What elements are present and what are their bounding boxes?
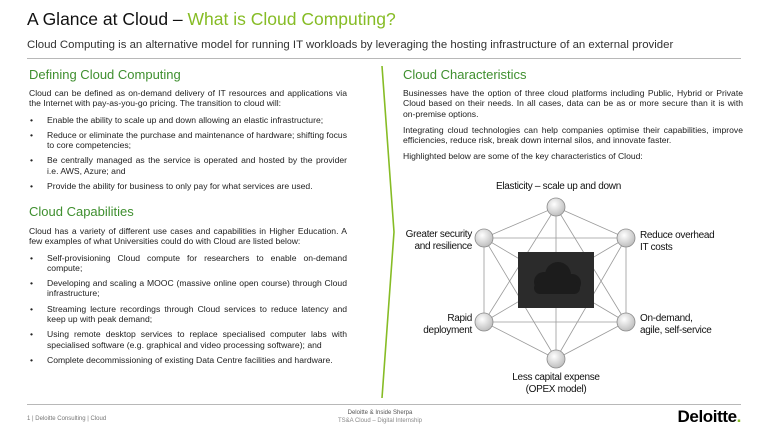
list-item: Using remote desktop services to replace… — [29, 329, 347, 350]
page-title-main: A Glance at Cloud – — [27, 9, 188, 29]
characteristics-section: Businesses have the option of three clou… — [403, 88, 743, 162]
characteristics-heading: Cloud Characteristics — [403, 67, 527, 82]
capabilities-heading: Cloud Capabilities — [29, 204, 134, 219]
defining-intro: Cloud can be defined as on-demand delive… — [29, 88, 347, 109]
label-rapid-deployment: Rapid deployment — [423, 313, 472, 336]
defining-section: Cloud can be defined as on-demand delive… — [29, 88, 347, 196]
defining-list: Enable the ability to scale up and down … — [29, 115, 347, 192]
node-reduce-overhead — [616, 228, 636, 248]
list-item: Provide the ability for business to only… — [29, 181, 347, 192]
node-security — [474, 228, 494, 248]
list-item: Be centrally managed as the service is o… — [29, 155, 347, 176]
node-elasticity — [546, 197, 566, 217]
capabilities-intro: Cloud has a variety of different use cas… — [29, 226, 347, 247]
page-title: A Glance at Cloud – What is Cloud Comput… — [27, 9, 396, 30]
footer-center: Deloitte & Inside Sherpa TS&A Cloud – Di… — [300, 409, 460, 425]
label-elasticity: Elasticity – scale up and down — [496, 181, 621, 192]
characteristics-para-1: Businesses have the option of three clou… — [403, 88, 743, 119]
label-reduce-overhead: Reduce overhead IT costs — [640, 230, 715, 253]
characteristics-diagram: Elasticity – scale up and down Reduce ov… — [404, 181, 744, 396]
footer-page-info: 1 | Deloitte Consulting | Cloud — [27, 416, 107, 422]
list-item: Reduce or eliminate the purchase and mai… — [29, 130, 347, 151]
capabilities-section: Cloud has a variety of different use cas… — [29, 226, 347, 370]
list-item: Developing and scaling a MOOC (massive o… — [29, 278, 347, 299]
header-divider — [27, 58, 741, 59]
capabilities-list: Self-provisioning Cloud compute for rese… — [29, 253, 347, 366]
footer-center-line-1: Deloitte & Inside Sherpa — [347, 410, 413, 416]
characteristics-para-2: Integrating cloud technologies can help … — [403, 124, 743, 146]
footer-center-line-2: TS&A Cloud – Digital Internship — [337, 418, 423, 424]
list-item: Complete decommissioning of existing Dat… — [29, 355, 347, 366]
cloud-icon — [534, 262, 581, 294]
list-item: Self-provisioning Cloud compute for rese… — [29, 253, 347, 274]
page-subtitle: Cloud Computing is an alternative model … — [27, 39, 674, 51]
label-capital-expense: Less capital expense (OPEX model) — [512, 372, 600, 395]
characteristics-para-3: Highlighted below are some of the key ch… — [403, 151, 643, 162]
list-item: Enable the ability to scale up and down … — [29, 115, 347, 126]
chevron-divider-icon — [381, 65, 395, 399]
defining-heading: Defining Cloud Computing — [29, 67, 181, 82]
node-on-demand — [616, 312, 636, 332]
deloitte-logo: Deloitte. — [677, 407, 742, 426]
footer-divider — [27, 404, 741, 405]
page-title-accent: What is Cloud Computing? — [187, 9, 396, 29]
node-rapid-deployment — [474, 312, 494, 332]
label-security: Greater security and resilience — [405, 229, 473, 252]
node-capital-expense — [546, 349, 566, 369]
label-on-demand: On-demand, agile, self-service — [640, 313, 712, 336]
hexagon-diagram-graphic — [474, 197, 636, 369]
list-item: Streaming lecture recordings through Clo… — [29, 304, 347, 325]
